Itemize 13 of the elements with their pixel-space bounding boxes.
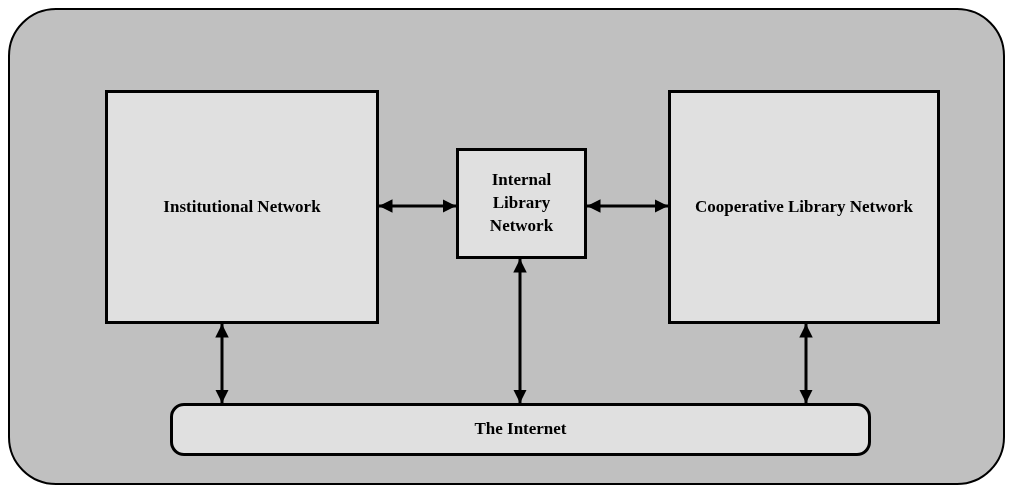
double-arrow: [587, 199, 668, 213]
network-box: [105, 90, 379, 324]
node-label: Institutional Network: [163, 195, 321, 218]
network-box: [668, 90, 940, 324]
network-bar: [170, 403, 871, 456]
node-label: Internal Library Network: [488, 169, 555, 237]
double-arrow: [799, 324, 813, 403]
double-arrow: [215, 324, 229, 403]
node-label: Cooperative Library Network: [694, 195, 914, 218]
network-box: [456, 148, 587, 259]
node-label: The Internet: [474, 418, 567, 441]
double-arrow: [513, 259, 527, 403]
double-arrow: [379, 199, 456, 213]
